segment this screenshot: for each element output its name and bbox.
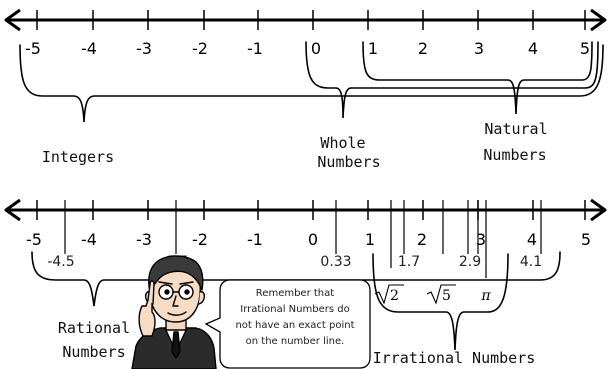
top-tick-label: -4 bbox=[81, 39, 97, 58]
bottom-tick-label: 1 bbox=[365, 230, 375, 249]
bottom-tick-label: 0 bbox=[308, 230, 318, 249]
rational-value-label: 2.9 bbox=[459, 254, 481, 270]
bottom-tick-label: -5 bbox=[26, 230, 42, 249]
integers-label: Integers bbox=[42, 148, 114, 166]
top-tick-label: -1 bbox=[247, 39, 263, 58]
rational-value-label: 1.7 bbox=[398, 254, 420, 270]
top-tick-label: 2 bbox=[418, 39, 428, 58]
whole-numbers-label-line1: Whole bbox=[320, 134, 365, 152]
irrational-value-label: 2 bbox=[390, 288, 399, 304]
top-tick-labels: -5 -4 -3 -2 -1 0 1 2 3 4 5 bbox=[25, 39, 590, 58]
pi-label: π bbox=[480, 288, 491, 304]
top-tick-label: 5 bbox=[580, 39, 590, 58]
rational-numbers-label-line2: Numbers bbox=[62, 343, 125, 361]
top-tick-label: 0 bbox=[311, 39, 321, 58]
irrational-value-label: 5 bbox=[442, 288, 451, 304]
bottom-tick-label: 2 bbox=[417, 230, 427, 249]
top-tick-label: 1 bbox=[368, 39, 378, 58]
bubble-line-2: Irrational Numbers do bbox=[240, 304, 349, 315]
top-tick-label: 4 bbox=[528, 39, 538, 58]
bottom-tick-label: -4 bbox=[81, 230, 97, 249]
top-tick-label: -2 bbox=[192, 39, 208, 58]
rational-value-label: -4.5 bbox=[47, 254, 74, 270]
teacher-illustration bbox=[132, 256, 216, 369]
natural-numbers-label-line2: Numbers bbox=[483, 146, 546, 164]
natural-numbers-label-line1: Natural bbox=[484, 120, 547, 138]
top-tick-label: 3 bbox=[474, 39, 484, 58]
bubble-line-3: not have an exact point bbox=[235, 320, 354, 331]
top-tick-label: -5 bbox=[25, 39, 41, 58]
bottom-tick-label: 3 bbox=[476, 230, 486, 249]
bottom-tick-label: 4 bbox=[527, 230, 537, 249]
whole-numbers-label-line2: Numbers bbox=[317, 153, 380, 171]
top-tick-label: -3 bbox=[136, 39, 152, 58]
rational-numbers-label-line1: Rational bbox=[58, 319, 130, 337]
bubble-line-1: Remember that bbox=[256, 288, 334, 299]
bottom-tick-label: -1 bbox=[247, 230, 263, 249]
speech-bubble: Remember that Irrational Numbers do not … bbox=[206, 280, 370, 368]
bottom-tick-label: -3 bbox=[136, 230, 152, 249]
bottom-tick-labels: -5 -4 -3 -2 -1 0 1 2 3 4 5 bbox=[26, 230, 591, 249]
rational-value-label: 4.1 bbox=[520, 254, 542, 270]
rational-value-labels: -4.5 -2.5 0.33 1.7 2.9 4.1 bbox=[47, 254, 542, 270]
irrational-numbers-label: Irrational Numbers bbox=[373, 349, 536, 367]
bubble-line-4: on the number line. bbox=[246, 336, 345, 347]
bottom-tick-label: 5 bbox=[581, 230, 591, 249]
bottom-tick-label: -2 bbox=[192, 230, 208, 249]
sqrt-5-label: 5 bbox=[427, 285, 456, 304]
rational-value-label: 0.33 bbox=[320, 254, 351, 270]
top-number-line: -5 -4 -3 -2 -1 0 1 2 3 4 5 Integers Whol… bbox=[6, 10, 605, 171]
